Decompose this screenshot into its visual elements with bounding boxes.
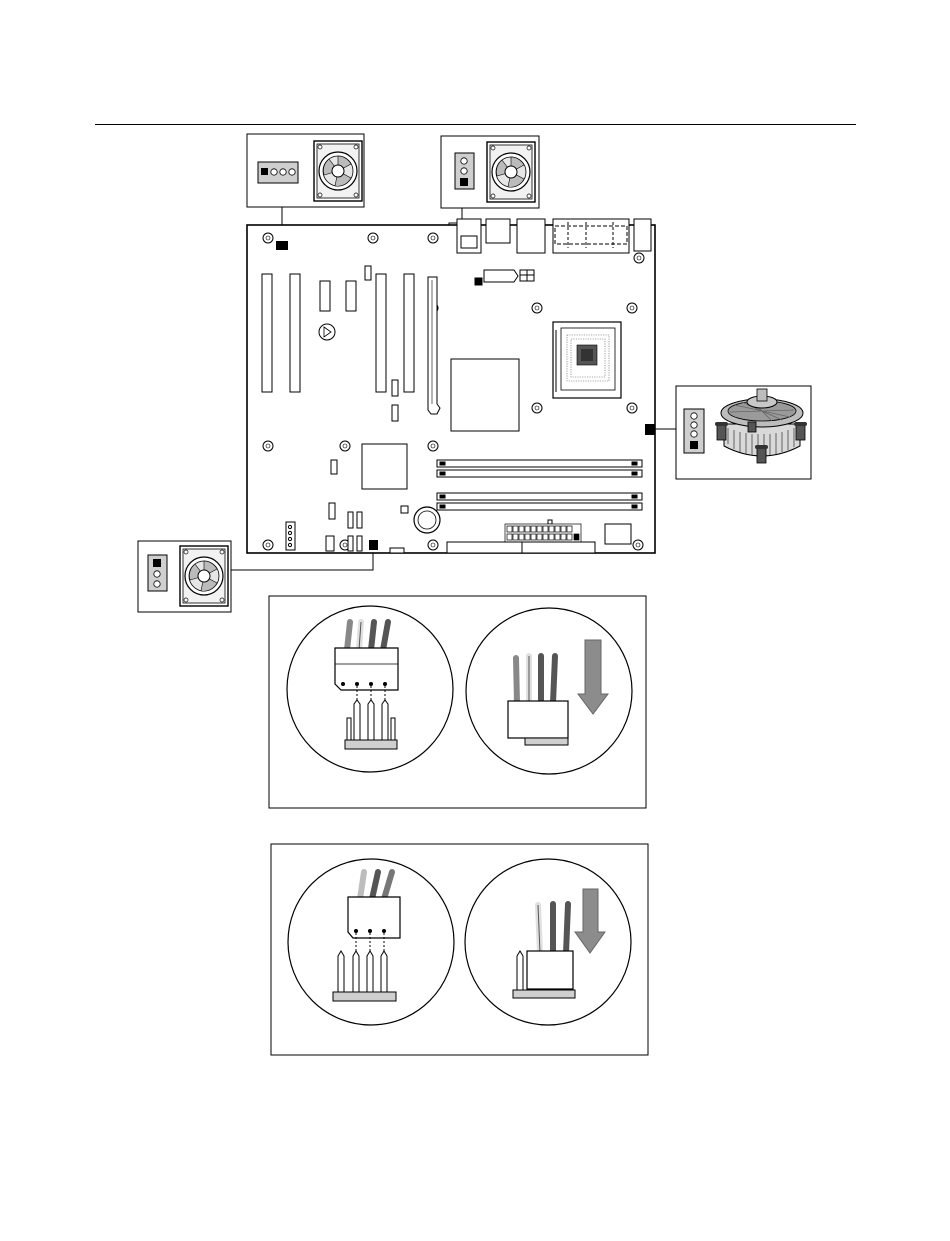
panel-three-pin-connection: [271, 844, 648, 1055]
motherboard: [247, 219, 655, 553]
fan-header-4pin-vertical: [684, 409, 704, 453]
panel-four-pin-connection: [269, 596, 646, 808]
aux-rear-fan-header: [475, 278, 482, 285]
fan-header-3pin-vertical: [455, 153, 474, 189]
fan-icon: [180, 546, 228, 606]
three-pin-align-step: [288, 859, 454, 1025]
southbridge-chip: [362, 444, 407, 489]
four-pin-press-step: [466, 608, 632, 774]
northbridge-chip: [451, 359, 519, 431]
callout-processor-fan: [655, 386, 811, 479]
fan-icon: [487, 142, 535, 202]
three-pin-press-step: [465, 859, 631, 1025]
rear-chassis-fan-header: [276, 241, 288, 250]
fan-header-3pin-vertical: [148, 555, 167, 591]
four-pin-align-step: [287, 606, 453, 772]
fan-header-4pin-horizontal: [258, 162, 298, 183]
processor-socket: [553, 322, 621, 398]
fan-icon: [314, 141, 362, 201]
front-chassis-fan-header: [369, 540, 378, 550]
processor-fan-header: [645, 424, 655, 435]
atx-power-connector: [505, 524, 581, 542]
